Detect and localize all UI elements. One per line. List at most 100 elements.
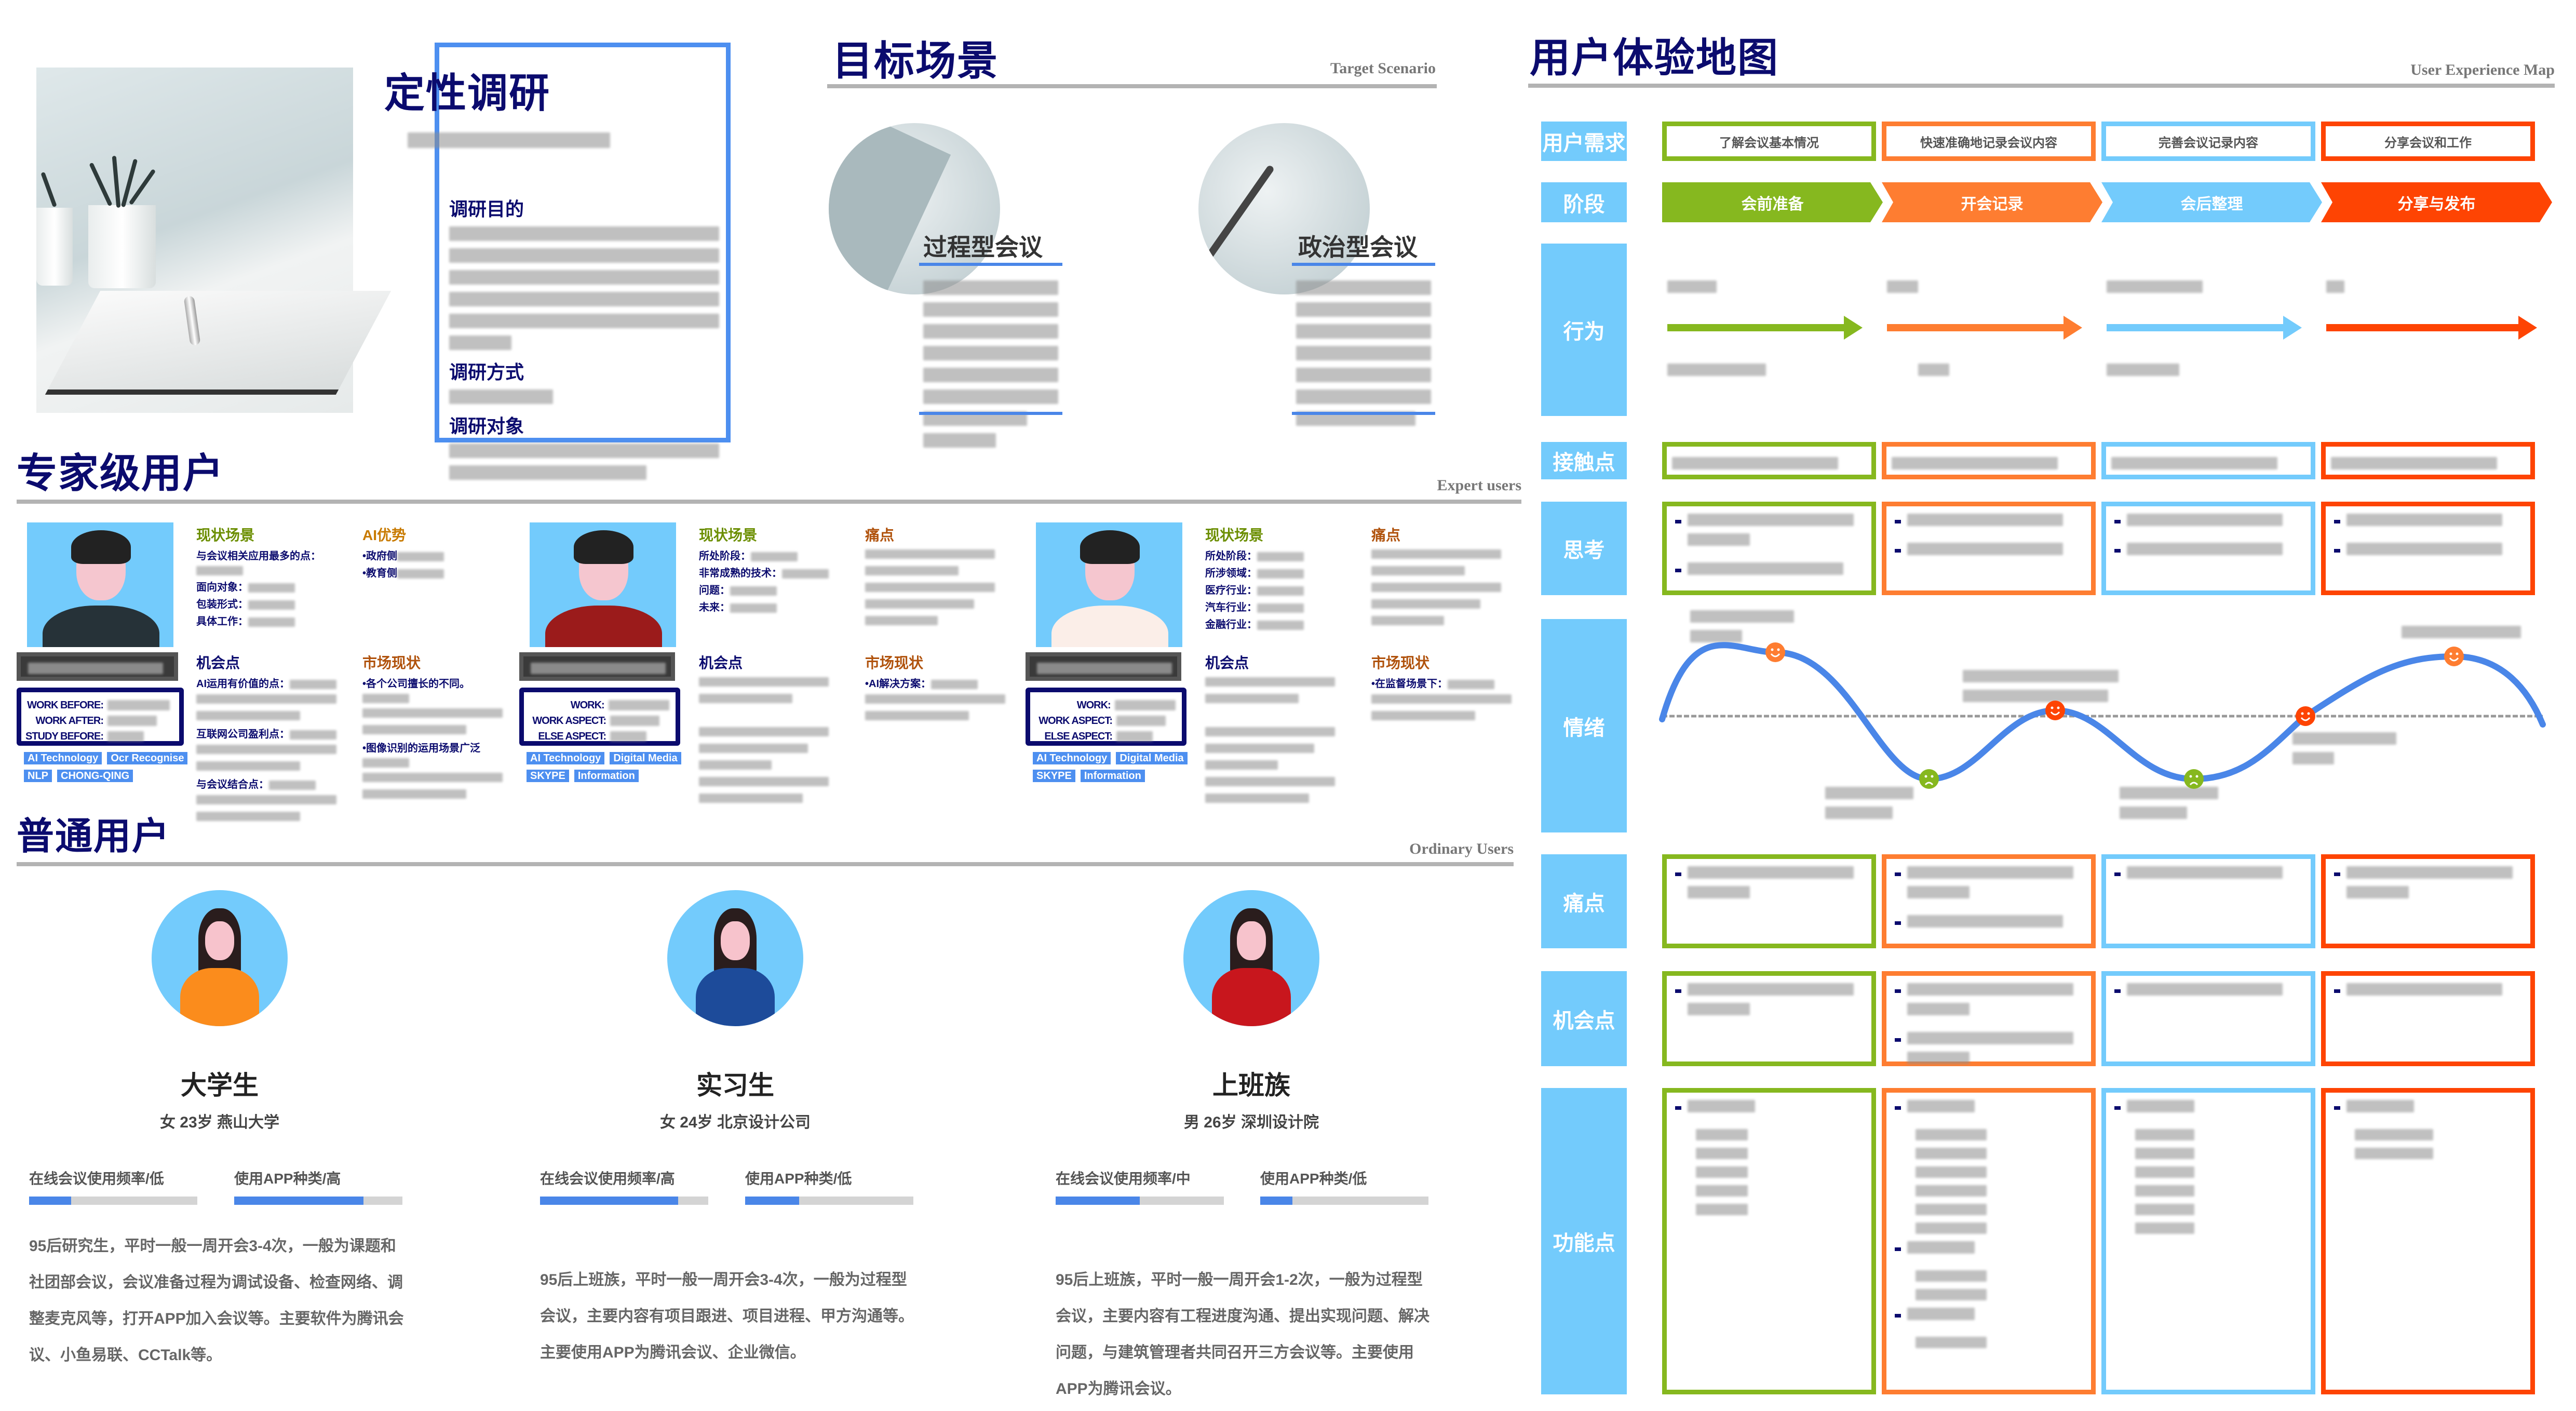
redacted-text (248, 617, 295, 627)
redacted-text (1825, 807, 1893, 819)
work-row: WORK ASPECT: (528, 713, 671, 729)
row-label-stage: 阶段 (1541, 182, 1627, 222)
tag-chip: Information (574, 770, 639, 782)
redacted-text (1257, 552, 1304, 561)
redacted-text (2135, 1222, 2194, 1234)
metric-label: 在线会议使用频率/高 (540, 1171, 675, 1187)
feature-cell (1882, 1088, 2096, 1394)
user-info: 男 26岁 深圳设计院 (1183, 1114, 1319, 1131)
redacted-text (1296, 280, 1431, 295)
redacted-text (107, 731, 144, 742)
touch-cell (1662, 442, 1876, 479)
journey-title: 用户体验地图 (1530, 35, 1779, 80)
scenario-card-title: 过程型会议 (923, 234, 1043, 261)
stage-chevron: 分享与发布 (2321, 182, 2552, 222)
column-heading: 痛点 (865, 527, 895, 543)
redacted-text (2355, 1148, 2433, 1159)
row-label-opportunity: 机会点 (1541, 971, 1627, 1066)
column-item: •在监督场景下： (1371, 677, 1527, 691)
opportunity-cell (2321, 971, 2535, 1066)
redacted-text (449, 226, 719, 241)
behavior-text (1667, 280, 1719, 300)
redacted-text (2346, 514, 2502, 526)
face-eye (1931, 775, 1934, 778)
redacted-text (2346, 886, 2409, 898)
work-row: WORK BEFORE: (25, 697, 175, 713)
bullet-item (1895, 543, 2083, 562)
ordinary-title: 普通用户 (17, 816, 171, 857)
redacted-text (1205, 693, 1299, 703)
redacted-text (2346, 983, 2502, 996)
redacted-text (923, 389, 1058, 404)
bullet-text (1688, 562, 1845, 582)
feature-item (1916, 1337, 2083, 1348)
redacted-text (2107, 280, 2203, 293)
redacted-text (1916, 1148, 1987, 1159)
metric-bar-fill (540, 1197, 678, 1205)
redacted-text (2135, 1148, 2194, 1159)
bullet-icon (1675, 569, 1681, 572)
tag-chip: AI Technology (527, 752, 605, 764)
item-label: AI运用有价值的点： (196, 678, 290, 690)
persona-col2: 痛点 (865, 526, 1021, 633)
redacted-text (1257, 620, 1304, 630)
journey-divider (1528, 84, 2555, 88)
metric-bar (745, 1197, 913, 1205)
user-avatar (152, 890, 288, 1026)
item-body (1371, 694, 1527, 720)
redacted-text (1371, 615, 1444, 625)
redacted-text (730, 603, 777, 613)
redacted-text (1916, 1185, 1987, 1197)
section-body (449, 389, 719, 404)
user-info: 女 23岁 燕山大学 (159, 1114, 280, 1131)
face-eye (1924, 775, 1927, 778)
redacted-text (1205, 776, 1335, 786)
card-rule (1292, 412, 1435, 415)
redacted-text (2135, 1166, 2194, 1178)
bullet-icon (2334, 989, 2340, 993)
work-label: WORK ASPECT: (532, 715, 606, 727)
bullet-item (1895, 983, 2083, 1023)
tag-chip: Information (1080, 770, 1145, 782)
redacted-text (1690, 630, 1742, 642)
redacted-text (397, 552, 444, 561)
work-label: STUDY BEFORE: (25, 730, 104, 742)
redacted-text (1296, 389, 1431, 404)
feature-item (2135, 1204, 2302, 1215)
user-description: 95后上班族，平时一般一周开会1-2次，一般为过程型会议，主要内容有工程进度沟通… (1056, 1271, 1429, 1397)
item-body (865, 549, 1021, 625)
scenario-card-title: 政治型会议 (1298, 234, 1418, 261)
persona-col1: 现状场景所处阶段：所涉领域：医疗行业：汽车行业：金融行业： (1205, 526, 1361, 635)
user-name: 实习生 (696, 1071, 774, 1100)
redacted-text (1688, 1003, 1750, 1015)
column-item: •各个公司擅长的不同。 (362, 677, 518, 705)
tag-chip: CHONG-QING (57, 770, 133, 782)
stage-label: 会前准备 (1741, 195, 1804, 213)
feature-item (1696, 1185, 1863, 1197)
avatar-face (1237, 921, 1266, 960)
tag-chip: Digital Media (1116, 752, 1188, 764)
feature-item (1916, 1222, 2083, 1234)
redacted-text (2292, 752, 2334, 764)
avatar-body (545, 606, 662, 647)
bullet-text (1688, 983, 1856, 1023)
bullet-icon (2334, 520, 2340, 523)
bullet-icon (2114, 549, 2121, 553)
redacted-text (865, 566, 959, 575)
feature-group (2114, 1100, 2302, 1120)
redacted-text (248, 583, 295, 593)
column-item: •AI解决方案： (865, 677, 1021, 691)
bullet-icon (1675, 1106, 1681, 1110)
ordinary-subtitle: Ordinary Users (1409, 840, 1514, 857)
feature-group (2334, 1100, 2522, 1120)
redacted-text (1688, 562, 1843, 575)
bullet-text (1907, 514, 2065, 533)
face-eye (2449, 652, 2452, 655)
redacted-text (1688, 886, 1750, 898)
redacted-text (449, 270, 719, 285)
stage-label: 会后整理 (2180, 195, 2243, 213)
